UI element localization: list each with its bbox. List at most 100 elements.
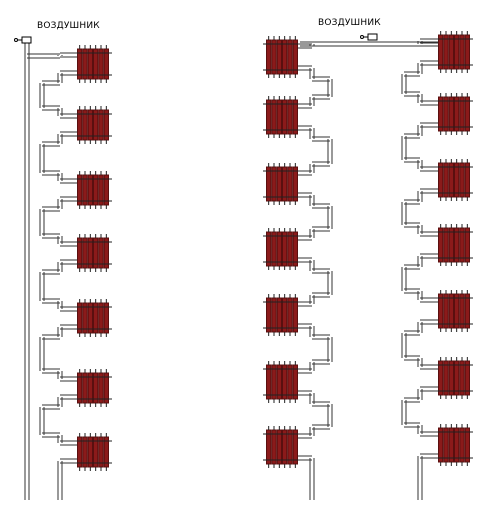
radiator-section	[276, 364, 282, 400]
left-single-pipe-riser	[14, 36, 112, 500]
radiator-section	[271, 166, 277, 202]
radiator-section	[292, 364, 298, 400]
radiator	[435, 159, 473, 201]
radiator	[435, 31, 473, 73]
radiator-section	[464, 96, 470, 132]
radiator	[74, 369, 112, 407]
air-vent-body	[367, 33, 378, 41]
radiator-section	[454, 34, 460, 70]
radiator-section	[464, 227, 470, 263]
radiator	[263, 163, 301, 205]
radiator-section	[438, 293, 444, 329]
radiator-section	[454, 162, 460, 198]
radiator-section	[448, 96, 454, 132]
radiator	[74, 234, 112, 272]
radiator-section	[438, 162, 444, 198]
radiator-section	[266, 429, 272, 465]
radiator	[263, 426, 301, 468]
radiator-section	[459, 162, 465, 198]
radiator	[263, 36, 301, 78]
radiator-section	[266, 99, 272, 135]
radiator-section	[464, 360, 470, 396]
radiator-section	[454, 293, 460, 329]
right-air-vent-label: ВОЗДУШНИК	[318, 18, 381, 28]
radiator-section	[282, 39, 288, 75]
air-vent-cap	[14, 38, 18, 42]
radiator	[74, 299, 112, 337]
radiator-section	[448, 427, 454, 463]
radiator-section	[266, 364, 272, 400]
radiator-section	[271, 364, 277, 400]
radiator-section	[282, 364, 288, 400]
radiator-section	[276, 166, 282, 202]
radiator-section	[287, 297, 293, 333]
radiator-section	[438, 96, 444, 132]
air-vent-icon	[14, 36, 32, 44]
radiator-section	[464, 162, 470, 198]
radiator-section	[459, 96, 465, 132]
radiator-section	[271, 231, 277, 267]
left-air-vent-label: ВОЗДУШНИК	[37, 21, 100, 31]
radiator	[435, 290, 473, 332]
radiator-section	[292, 99, 298, 135]
radiator-section	[276, 231, 282, 267]
radiator-section	[271, 99, 277, 135]
radiator	[435, 424, 473, 466]
radiator-section	[292, 231, 298, 267]
radiator	[74, 106, 112, 144]
radiator-section	[459, 34, 465, 70]
radiator-section	[443, 96, 449, 132]
radiator-section	[287, 39, 293, 75]
radiator	[74, 433, 112, 471]
radiator-section	[443, 34, 449, 70]
radiator-section	[266, 297, 272, 333]
radiator	[74, 45, 112, 83]
radiator-section	[438, 360, 444, 396]
radiator	[435, 224, 473, 266]
radiator-section	[448, 227, 454, 263]
radiator-section	[276, 297, 282, 333]
radiator-section	[438, 34, 444, 70]
radiator-section	[448, 34, 454, 70]
radiator	[263, 96, 301, 138]
radiator-section	[443, 293, 449, 329]
radiator-section	[438, 227, 444, 263]
radiator-section	[443, 162, 449, 198]
radiator-section	[282, 231, 288, 267]
radiator-section	[271, 297, 277, 333]
radiator-section	[276, 39, 282, 75]
radiator-section	[287, 364, 293, 400]
radiator-section	[282, 99, 288, 135]
radiator-section	[271, 39, 277, 75]
radiator-section	[282, 429, 288, 465]
radiator-section	[464, 34, 470, 70]
air-vent-cap	[360, 35, 364, 39]
air-vent-icon	[360, 33, 378, 41]
radiator-section	[292, 39, 298, 75]
radiator-section	[266, 39, 272, 75]
radiator-section	[287, 166, 293, 202]
radiator-section	[454, 427, 460, 463]
radiator	[263, 361, 301, 403]
radiator-section	[459, 427, 465, 463]
radiator-section	[443, 427, 449, 463]
radiator-section	[464, 293, 470, 329]
radiator-section	[448, 360, 454, 396]
radiator-section	[464, 427, 470, 463]
radiator-section	[438, 427, 444, 463]
radiator	[435, 357, 473, 399]
radiator-section	[292, 297, 298, 333]
radiator-section	[287, 231, 293, 267]
radiator-section	[448, 162, 454, 198]
radiator-section	[459, 293, 465, 329]
radiator-section	[287, 429, 293, 465]
radiator-section	[266, 166, 272, 202]
radiator-section	[292, 166, 298, 202]
radiator-section	[448, 293, 454, 329]
radiator	[263, 294, 301, 336]
radiator-section	[276, 429, 282, 465]
radiator-section	[454, 227, 460, 263]
radiator-section	[271, 429, 277, 465]
radiator	[263, 228, 301, 270]
